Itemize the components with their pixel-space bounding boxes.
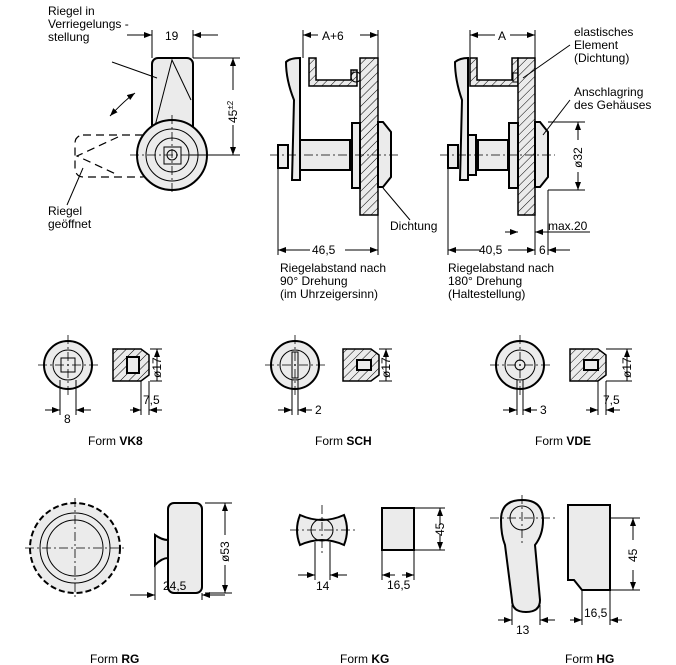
- dim-width: 19: [165, 29, 179, 43]
- form-vk8: 8 ø17 7,5 Form VK8: [38, 335, 164, 448]
- dim-6: 6: [539, 243, 546, 257]
- dim: 24,5: [163, 579, 187, 593]
- dim-max-20: max.20: [548, 219, 588, 233]
- dim: 16,5: [584, 606, 608, 620]
- form-label: Form VK8: [88, 434, 143, 448]
- form-label: Form VDE: [535, 434, 591, 448]
- form-hg: 13 45 16,5 Form HG: [490, 495, 640, 665]
- dia: 45: [433, 522, 447, 536]
- dim: 8: [64, 412, 71, 426]
- label-seal: Dichtung: [390, 219, 437, 233]
- form-label: Form HG: [565, 652, 614, 665]
- dia: ø53: [218, 541, 232, 562]
- form-kg: 45 14 16,5 Form KG: [290, 505, 447, 665]
- dia: ø17: [379, 357, 393, 378]
- form-vde: 3 ø17 7,5 Form VDE: [490, 335, 634, 448]
- dim: 2: [315, 403, 322, 417]
- form-label: Form SCH: [315, 434, 372, 448]
- dim: 14: [316, 579, 330, 593]
- dia: ø17: [620, 357, 634, 378]
- dim-a-plus-6: A+6: [322, 29, 344, 43]
- form-sch: 2 ø17 Form SCH: [265, 335, 393, 448]
- dia: ø17: [150, 357, 164, 378]
- dim: 16,5: [387, 578, 411, 592]
- dim-dia-32: ø32: [571, 147, 585, 168]
- dim: 13: [516, 623, 530, 637]
- dim-46-5: 46,5: [312, 243, 336, 257]
- dim: 7,5: [603, 393, 620, 407]
- dim-a: A: [498, 29, 506, 43]
- dim: 7,5: [143, 393, 160, 407]
- dim-height: 45±2: [226, 100, 240, 123]
- form-label: Form RG: [90, 652, 139, 665]
- form-rg: ø53 24,5 Form RG: [25, 498, 232, 665]
- dia: 45: [626, 548, 640, 562]
- form-label: Form KG: [340, 652, 389, 665]
- dim: 3: [540, 403, 547, 417]
- dim-40-5: 40,5: [479, 243, 503, 257]
- hg-lever-view: 13: [490, 495, 555, 637]
